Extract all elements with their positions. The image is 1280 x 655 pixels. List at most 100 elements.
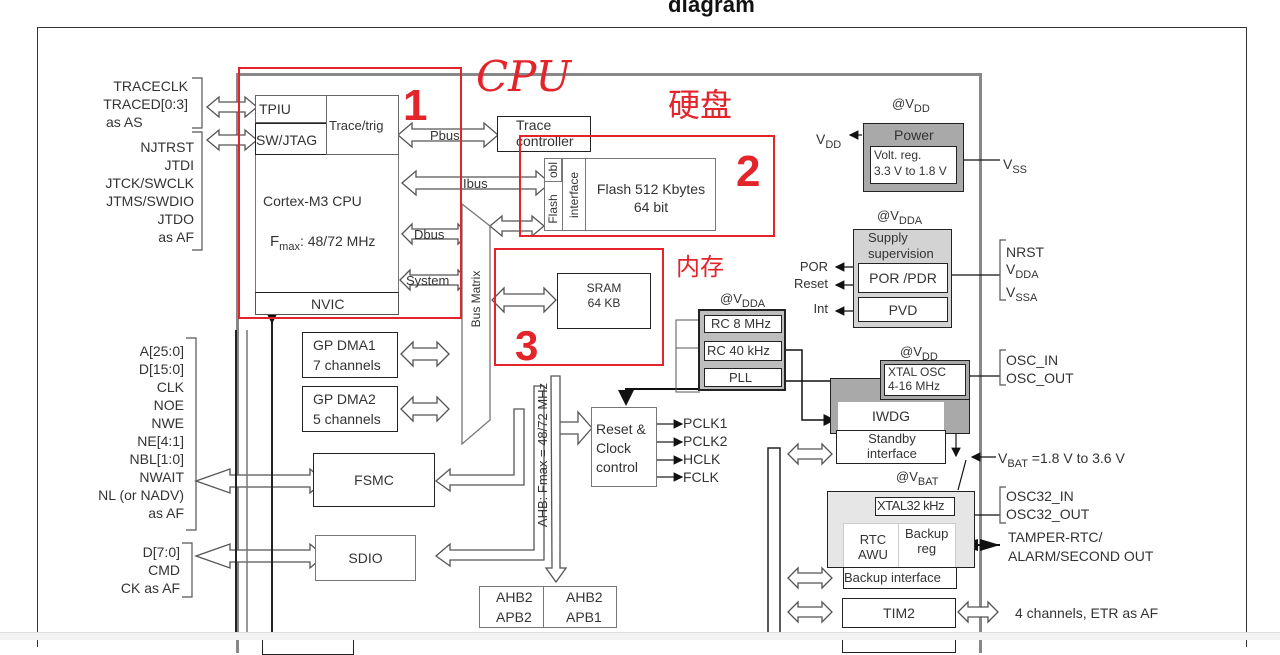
por-pdr-block[interactable]: POR /PDR [858, 263, 948, 293]
jtag-bracket [192, 131, 203, 251]
backup-reg-line1: Backup [905, 526, 949, 541]
pin-label: A[25:0] [139, 343, 184, 359]
domain-prefix: @V [900, 344, 922, 359]
flash-obl [544, 158, 562, 182]
supply-pin: VSSA [1006, 284, 1044, 307]
trace-controller[interactable]: Trace controller [497, 116, 591, 152]
dma2-block[interactable]: GP DMA2 5 channels [302, 386, 398, 432]
osc-block: RC 8 MHz RC 40 kHz PLL [698, 309, 786, 391]
supply-domain: @VDDA [877, 207, 922, 230]
ibus-label: Ibus [463, 176, 488, 191]
tpiu-block[interactable]: TPIU [255, 95, 327, 123]
dma2-name: GP DMA2 [313, 391, 376, 407]
xtal32-block[interactable]: XTAL32 kHz [875, 497, 955, 516]
fsmc-label: FSMC [354, 472, 394, 488]
standby-text: Standby interface [867, 431, 917, 461]
sram-annotation: 内存 [676, 253, 724, 281]
vdd-label: VDD [816, 130, 841, 154]
cpu-core-label: Cortex-M3 CPU [263, 193, 362, 209]
backup-reg-block[interactable]: Backup reg [898, 523, 956, 568]
supply-block[interactable]: Supply supervision POR /PDR PVD [853, 229, 952, 328]
pin-label: as AF [148, 505, 184, 521]
domain-sub: DDA [741, 298, 766, 310]
tamper-line1: TAMPER-RTC/ [1008, 529, 1103, 545]
supply-pin: VDDA [1006, 261, 1044, 284]
xtal-osc-block[interactable]: XTAL OSC 4-16 MHz [884, 364, 966, 396]
rc40-block[interactable]: RC 40 kHz [704, 341, 782, 361]
power-domain: @VDD [892, 95, 930, 118]
rc40-label: RC 40 kHz [707, 343, 770, 358]
bridge-apb1[interactable]: AHB2 APB1 [543, 586, 617, 628]
volt-reg-line1: Volt. reg. [874, 148, 922, 162]
sram-line1: SRAM [586, 281, 622, 295]
iwdg-block[interactable]: IWDG [838, 402, 944, 430]
tim2-block[interactable]: TIM2 [842, 598, 956, 628]
standby-block[interactable]: Standby interface [836, 430, 946, 464]
fmax-value: : 48/72 MHz [299, 233, 376, 249]
pin-prefix: NRST [1006, 244, 1045, 260]
volt-reg-block[interactable]: Volt. reg. 3.3 V to 1.8 V [870, 146, 957, 184]
tim2-bus-arrow [787, 600, 833, 624]
pin-label: TRACED[0:3] [103, 96, 188, 112]
pll-label: PLL [729, 370, 753, 385]
sdio-bus-arrow [434, 385, 545, 568]
pvd-label: PVD [888, 301, 918, 318]
pll-block[interactable]: PLL [704, 368, 782, 387]
chip-boundary [236, 73, 982, 653]
xtal-line1: XTAL OSC [888, 365, 947, 379]
rtc-line1: RTC [859, 532, 887, 547]
tamper-label: TAMPER-RTC/ ALARM/SECOND OUT [1008, 528, 1153, 566]
rtc-text: RTC AWU [858, 532, 888, 562]
volt-reg-line2: 3.3 V to 1.8 V [874, 164, 947, 178]
pbus-label: Pbus [430, 128, 460, 143]
fsmc-bracket [186, 337, 197, 531]
backup-reg-line2: reg [917, 541, 937, 556]
rcc-arrow [555, 410, 593, 446]
trace-pins: TRACECLK TRACED[0:3] as AS [90, 77, 188, 131]
dma2-text: GP DMA2 5 channels [313, 389, 381, 429]
tim2-label: TIM2 [883, 605, 915, 621]
rc8-block[interactable]: RC 8 MHz [704, 315, 782, 333]
rtc-line2: AWU [858, 547, 888, 562]
clock-output: PCLK2 [683, 433, 728, 449]
sdio-block[interactable]: SDIO [315, 535, 416, 581]
rcc-line: Reset & [596, 421, 646, 437]
clock-output: PCLK1 [683, 415, 728, 431]
vss-sub: SS [1012, 164, 1028, 176]
pin-label: NBL[1:0] [129, 451, 184, 467]
trace-controller-label: Trace controller [516, 117, 574, 149]
bridge-apb2[interactable]: AHB2 APB2 [479, 586, 544, 628]
xtal-osc-text: XTAL OSC 4-16 MHz [888, 365, 946, 393]
pin-sub: SSA [1015, 292, 1038, 304]
pvd-block[interactable]: PVD [858, 297, 948, 322]
page-bottom-edge [0, 632, 1280, 640]
supply-output: POR [799, 259, 828, 274]
supply-outputs: POR Reset Int [780, 258, 828, 317]
nvic-block[interactable]: NVIC [255, 292, 399, 315]
region-number-2: 2 [736, 147, 761, 196]
por-pdr-label: POR /PDR [869, 270, 937, 286]
rtc-block[interactable]: RTC AWU [843, 523, 899, 568]
pin-label: CK as AF [120, 580, 180, 596]
page-title: diagram [668, 0, 755, 17]
rcc-outputs: PCLK1 PCLK2 HCLK FCLK [683, 414, 727, 486]
trace-trig-block[interactable]: Trace/trig [326, 95, 399, 155]
swjtag-block[interactable]: SW/JTAG [255, 123, 327, 155]
rcc-block[interactable]: Reset & Clock control [591, 407, 657, 487]
fsmc-block[interactable]: FSMC [313, 453, 435, 507]
nvic-label: NVIC [311, 296, 345, 312]
dma1-block[interactable]: GP DMA1 7 channels [302, 332, 398, 378]
vbat-prefix: V [998, 450, 1008, 466]
bridge-line: AHB2 [566, 589, 603, 605]
power-block[interactable]: Power Volt. reg. 3.3 V to 1.8 V [863, 123, 964, 192]
pin-label: NOE [153, 397, 184, 413]
bridge-apb1-text: AHB2 APB1 [566, 587, 603, 627]
backup-arrow [787, 566, 833, 590]
sram-block[interactable] [557, 273, 651, 329]
swjtag-label: SW/JTAG [256, 132, 318, 148]
rcc-text: Reset & Clock control [596, 420, 646, 477]
dma2-channels: 5 channels [313, 411, 381, 427]
flash-interface [562, 158, 586, 231]
bridge-line: APB2 [496, 609, 532, 625]
backup-interface-block[interactable]: Backup interface [843, 567, 957, 589]
